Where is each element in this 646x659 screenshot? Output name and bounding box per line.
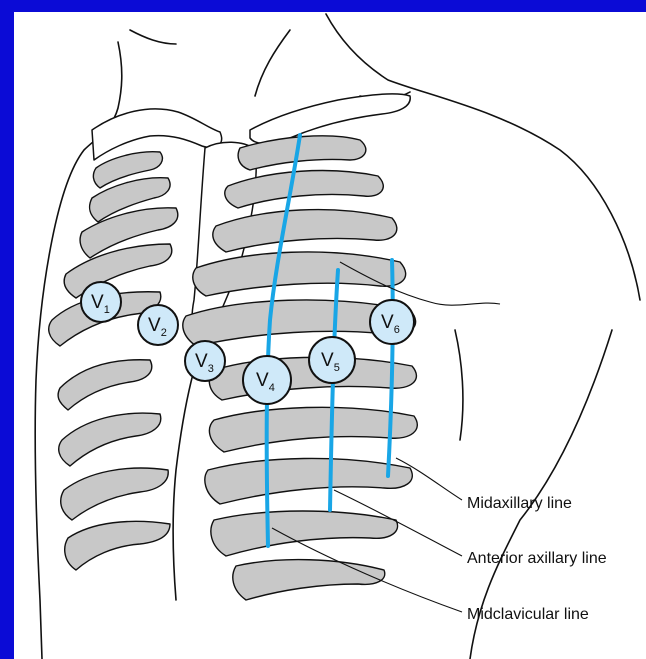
axilla-outline (455, 330, 463, 440)
costal-margin (173, 350, 200, 600)
electrode-v3: V3 (185, 341, 225, 381)
neck-line (255, 30, 290, 96)
rib (59, 413, 161, 466)
neck-left-line (130, 30, 176, 44)
rib (65, 521, 170, 570)
electrode-v1: V1 (81, 282, 121, 322)
anterior-axillary-label: Anterior axillary line (467, 550, 607, 567)
rib (233, 560, 385, 600)
rib (211, 511, 398, 556)
electrode-v6: V6 (370, 300, 414, 344)
electrode-v2: V2 (138, 305, 178, 345)
left-ribs (49, 152, 178, 570)
chest-diagram-svg: V1 V2 V3 V4 V5 V6 Midaxi (14, 12, 646, 659)
rib (61, 468, 168, 520)
rib (209, 407, 417, 452)
rib (58, 360, 152, 410)
electrode-v4: V4 (243, 356, 291, 404)
chest-diagram: V1 V2 V3 V4 V5 V6 Midaxi (14, 12, 646, 659)
midclavicular-label: Midclavicular line (467, 606, 589, 623)
rib (205, 458, 412, 504)
midaxillary-label: Midaxillary line (467, 495, 572, 512)
electrode-v5: V5 (309, 337, 355, 383)
